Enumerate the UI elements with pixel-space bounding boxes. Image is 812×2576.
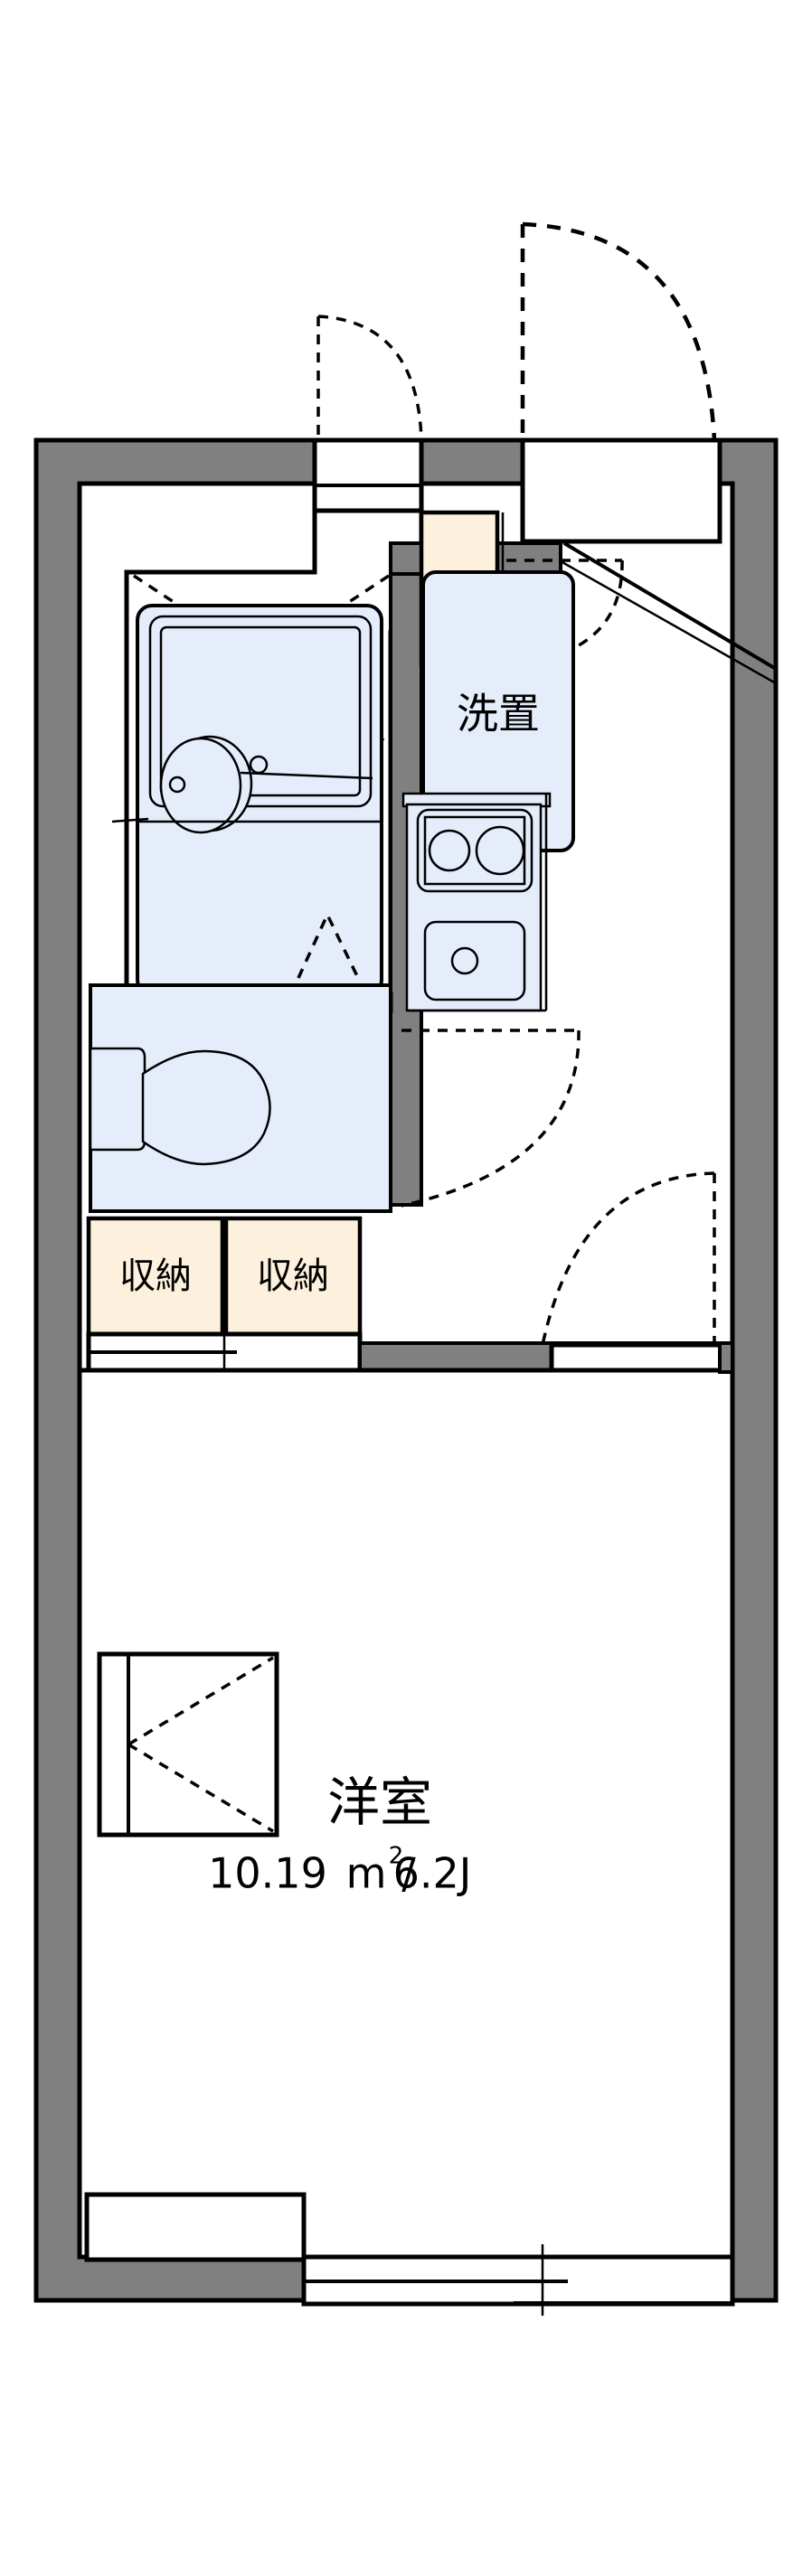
bathtub-drain bbox=[249, 755, 269, 775]
counter-diagonal bbox=[560, 541, 778, 685]
room-alcove-lower-left bbox=[84, 2192, 307, 2262]
outline-touchups bbox=[77, 541, 735, 2257]
storage-left-label: 収納 bbox=[119, 1255, 192, 1297]
unit-bath bbox=[111, 604, 383, 996]
vanity-basin bbox=[159, 737, 242, 834]
svg-text:m: m bbox=[346, 1849, 387, 1898]
door-bath-hall bbox=[401, 1029, 581, 1208]
top-wall-openings bbox=[312, 437, 722, 575]
stove-burner-right bbox=[475, 825, 525, 876]
main-room: 洋室 10.19 m 2 / 6.2J bbox=[77, 1368, 735, 2262]
svg-text:6.2J: 6.2J bbox=[393, 1849, 472, 1898]
hall-step bbox=[358, 1341, 735, 1374]
main-room-label: 洋室 bbox=[327, 1772, 432, 1833]
toilet-bowl bbox=[141, 1049, 271, 1166]
hall-threshold bbox=[549, 1342, 735, 1373]
sink-drain bbox=[450, 946, 479, 975]
storage-right[interactable] bbox=[223, 1216, 363, 1337]
closet-main-room[interactable] bbox=[97, 1651, 279, 1838]
toilet-cistern bbox=[89, 1047, 146, 1152]
vanity-drain bbox=[168, 776, 186, 794]
hall-step-band bbox=[358, 1341, 553, 1374]
exterior-door-swings bbox=[316, 221, 717, 441]
svg-text:2: 2 bbox=[389, 1843, 404, 1870]
door-room-hall bbox=[541, 1171, 716, 1346]
door-top-left bbox=[316, 315, 423, 441]
storage-closets: 収納 収納 bbox=[86, 1216, 363, 1337]
balcony-window[interactable] bbox=[301, 2244, 735, 2316]
svg-text:/: / bbox=[401, 1849, 416, 1898]
kitchen-unit bbox=[401, 792, 552, 1012]
storage-right-label: 収納 bbox=[257, 1255, 329, 1297]
floor-edge-line bbox=[111, 817, 149, 823]
top-opening-right bbox=[520, 437, 722, 544]
toilet-room bbox=[89, 983, 392, 1213]
washer-label: 洗置 bbox=[457, 690, 540, 738]
svg-text:10.19: 10.19 bbox=[208, 1849, 327, 1898]
hall-doors bbox=[401, 1029, 716, 1346]
stove-burner-left bbox=[428, 829, 471, 872]
closet-box bbox=[97, 1651, 279, 1838]
main-room-area: 10.19 m 2 / 6.2J bbox=[208, 1843, 471, 1898]
vanity-counter-line bbox=[240, 771, 373, 780]
storage-left[interactable] bbox=[86, 1216, 225, 1337]
door-top-right bbox=[520, 221, 717, 441]
